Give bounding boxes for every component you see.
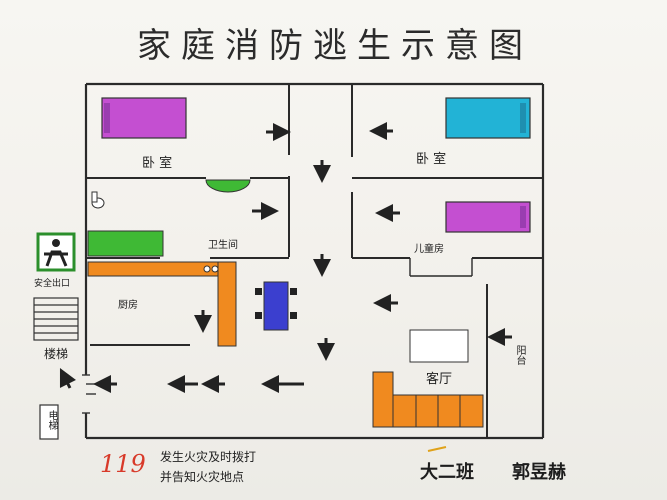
toilet-fixture xyxy=(91,191,105,209)
bed-kids-room xyxy=(445,201,531,233)
escape-arrows xyxy=(59,122,512,393)
label-elevator: 电梯 xyxy=(46,410,57,430)
note-line-1: 发生火灾及时拨打 xyxy=(160,450,257,464)
class-label: 大二班 xyxy=(420,462,474,483)
label-living-room: 客厅 xyxy=(426,372,453,387)
label-balcony: 阳台 xyxy=(514,345,525,365)
label-bedroom-right: 卧 室 xyxy=(416,152,447,167)
label-safety-exit: 安全出口 xyxy=(34,279,71,289)
class-label-mark xyxy=(427,446,447,452)
arrow-to-stairs xyxy=(59,367,77,389)
label-kids-room: 儿童房 xyxy=(414,244,444,255)
exit-door xyxy=(82,374,96,414)
bed-right-bedroom xyxy=(445,97,531,139)
window-marks xyxy=(409,258,473,277)
sink-semicircle xyxy=(205,179,251,193)
diagram-title: 家庭消防逃生示意图 xyxy=(137,26,533,66)
label-bedroom-left: 卧 室 xyxy=(142,156,173,171)
dining-chairs xyxy=(255,288,297,319)
coffee-table xyxy=(409,329,469,363)
interior-walls xyxy=(86,84,543,438)
outer-walls xyxy=(84,82,545,440)
kitchen-counter-side xyxy=(217,261,237,347)
dining-table xyxy=(263,281,289,331)
bed-right-bedroom-pillow xyxy=(520,103,526,133)
emergency-number: 119 xyxy=(100,450,146,478)
bed-kids-room-pillow xyxy=(520,206,526,228)
bed-left-bedroom xyxy=(101,97,187,139)
stove-icon xyxy=(203,265,219,273)
bathtub-green xyxy=(87,230,164,257)
sofa xyxy=(372,371,484,428)
label-stairs: 楼梯 xyxy=(44,347,69,361)
bed-left-bedroom-pillow xyxy=(104,103,110,133)
label-bathroom: 卫生间 xyxy=(208,240,238,251)
safety-exit-sign-icon xyxy=(36,232,76,272)
stairs-icon xyxy=(33,297,79,341)
note-line-2: 并告知火灾地点 xyxy=(160,470,245,484)
elevator-box xyxy=(39,404,59,440)
author-name: 郭昱赫 xyxy=(512,462,566,483)
label-kitchen: 厨房 xyxy=(118,300,138,311)
